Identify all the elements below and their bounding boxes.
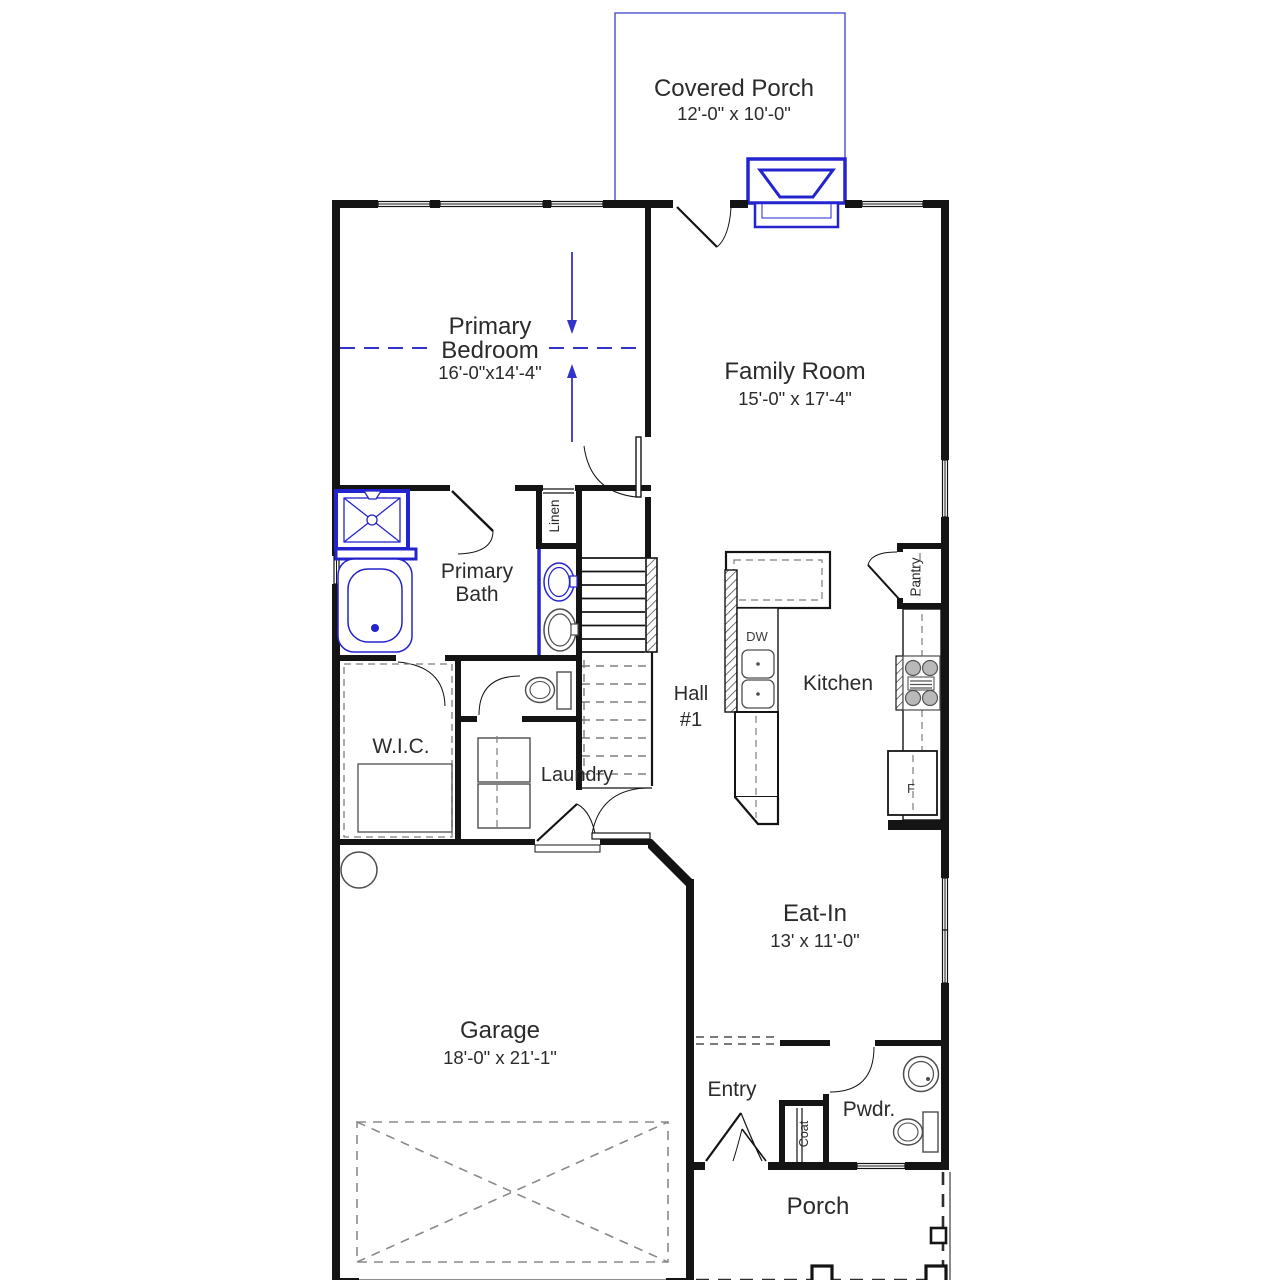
coat-door — [796, 1108, 803, 1162]
label-primary-bath-2: Bath — [455, 583, 498, 606]
doors — [397, 206, 900, 1162]
room-labels: Covered Porch 12'-0" x 10'-0" Primary Be… — [372, 75, 923, 1220]
label-eat-in: Eat-In — [783, 900, 847, 927]
dryer-icon — [477, 783, 531, 829]
laundry-door — [534, 803, 601, 853]
window — [941, 877, 949, 931]
label-family-room: Family Room — [724, 358, 865, 385]
label-primary-bath-1: Primary — [441, 560, 514, 583]
garage-attic-box — [356, 1121, 669, 1263]
bath-door — [451, 490, 494, 555]
powder-sink-icon — [902, 1055, 940, 1093]
label-porch: Porch — [787, 1193, 850, 1220]
island-bar — [724, 550, 832, 610]
window — [439, 200, 544, 208]
pantry-door — [867, 551, 900, 600]
laundry-appliances — [477, 736, 531, 830]
stair-newel — [645, 557, 658, 653]
label-fridge: F — [907, 781, 915, 796]
bath-fixtures — [334, 489, 579, 710]
porch-family-door — [676, 206, 732, 248]
toilet-icon — [524, 671, 572, 710]
arrow-up-icon — [567, 364, 577, 442]
window — [861, 200, 924, 208]
kitchen-sink-icon — [741, 649, 775, 709]
label-garage: Garage — [460, 1017, 540, 1044]
porch-post — [810, 1264, 834, 1280]
dim-family-room: 15'-0" x 17'-4" — [738, 388, 852, 409]
linen-door — [543, 488, 574, 494]
kitchen-fixtures — [724, 543, 942, 826]
porch-post — [924, 1264, 948, 1280]
tub-deck — [334, 547, 418, 561]
label-coat: Coat — [797, 1120, 811, 1147]
fridge-icon — [887, 750, 938, 816]
sink-icon — [543, 562, 578, 602]
porch-post — [929, 1226, 948, 1245]
window — [856, 1162, 906, 1170]
interior-walls — [332, 200, 949, 1280]
wic-interior — [343, 663, 453, 838]
washer-icon — [477, 737, 531, 783]
island-half-wall — [724, 569, 738, 713]
window — [941, 929, 949, 984]
bedroom-door — [583, 436, 642, 498]
label-hall-2: #1 — [680, 709, 702, 731]
label-covered-porch: Covered Porch — [654, 75, 814, 102]
sink-icon — [543, 608, 579, 652]
cased-opening — [696, 1036, 780, 1045]
bedroom-annotations — [340, 252, 644, 442]
powder-toilet-icon — [892, 1111, 939, 1153]
wic-door — [397, 661, 446, 707]
powder-door — [829, 1046, 875, 1093]
arrow-down-icon — [567, 252, 577, 334]
pantry-closet — [897, 543, 941, 609]
label-powder: Pwdr. — [843, 1098, 896, 1121]
stairs — [582, 557, 658, 789]
island-tip — [734, 796, 780, 826]
label-wic: W.I.C. — [372, 735, 429, 758]
window — [377, 200, 431, 208]
windows — [333, 200, 949, 1170]
label-hall-1: Hall — [674, 683, 708, 705]
stairs-dashed — [582, 660, 650, 786]
bathtub-icon — [337, 558, 413, 653]
label-pantry: Pantry — [908, 557, 923, 596]
dim-covered-porch: 12'-0" x 10'-0" — [677, 103, 791, 124]
toilet-room-door — [478, 675, 521, 716]
covered-porch-outline — [614, 12, 846, 200]
vanity — [537, 549, 579, 655]
powder-fixtures — [892, 1055, 940, 1153]
entry-porch-elements — [696, 1036, 951, 1280]
label-kitchen: Kitchen — [803, 672, 873, 695]
front-door — [705, 1112, 767, 1162]
label-linen: Linen — [547, 499, 562, 532]
window — [550, 200, 604, 208]
exterior-walls — [332, 200, 949, 1280]
hall-door — [591, 787, 651, 840]
garage-annotations — [340, 851, 669, 1280]
label-entry: Entry — [707, 1078, 757, 1101]
range-icon — [895, 655, 941, 711]
water-heater-icon — [340, 851, 378, 889]
dim-primary-bedroom: 16'-0"x14'-4" — [438, 362, 542, 383]
label-laundry: Laundry — [541, 764, 613, 786]
label-primary-bedroom-1: Primary — [449, 313, 532, 340]
fireplace-icon — [746, 157, 847, 229]
shower-icon — [334, 489, 410, 551]
dim-garage: 18'-0" x 21'-1" — [443, 1047, 557, 1068]
window — [941, 459, 949, 518]
label-dw: DW — [746, 629, 768, 644]
label-primary-bedroom-2: Bedroom — [441, 337, 538, 364]
porch-boundary — [696, 1172, 946, 1280]
dim-eat-in: 13' x 11'-0" — [770, 930, 859, 951]
